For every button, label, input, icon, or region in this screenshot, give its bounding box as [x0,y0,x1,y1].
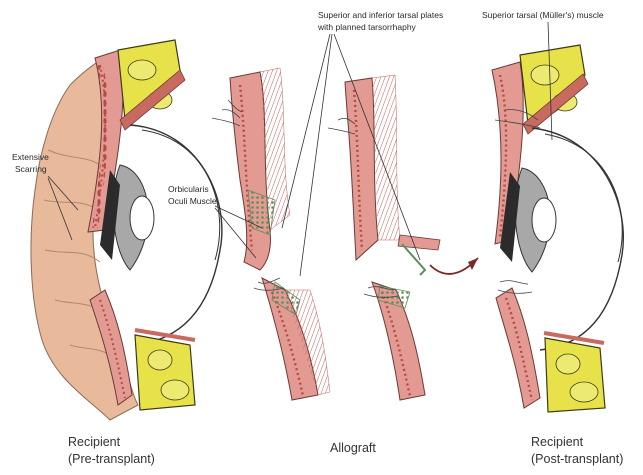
muller-label: Superior tarsal (Müller's) muscle [482,10,604,20]
panel-pre-transplant [31,40,222,420]
caption-pre-1: Recipient [68,435,121,449]
post-lower-fat [545,338,605,412]
tarsal-label-2: with planned tarsorrhaphy [317,22,417,32]
orbicularis-label-1: Orbicularis [168,184,209,194]
caption-allograft: Allograft [330,441,376,455]
scarring-label-2: Scarring [15,164,47,174]
panel-allograft [212,68,440,400]
captions: Recipient (Pre-transplant) Allograft Rec… [68,435,623,466]
tarsal-label-1: Superior and inferior tarsal plates [318,10,443,20]
post-lens [532,198,556,242]
arrow-head [468,258,478,270]
caption-post-1: Recipient [531,435,584,449]
caption-post-2: (Post-transplant) [531,452,623,466]
post-lower-lid [496,288,540,408]
lower-fat [135,335,195,410]
scarring-label-1: Extensive [12,152,49,162]
panel-post-transplant [492,45,623,412]
orbicularis-label-2: Oculi Muscle [168,196,217,206]
caption-pre-2: (Pre-transplant) [68,452,155,466]
lens [130,196,154,240]
